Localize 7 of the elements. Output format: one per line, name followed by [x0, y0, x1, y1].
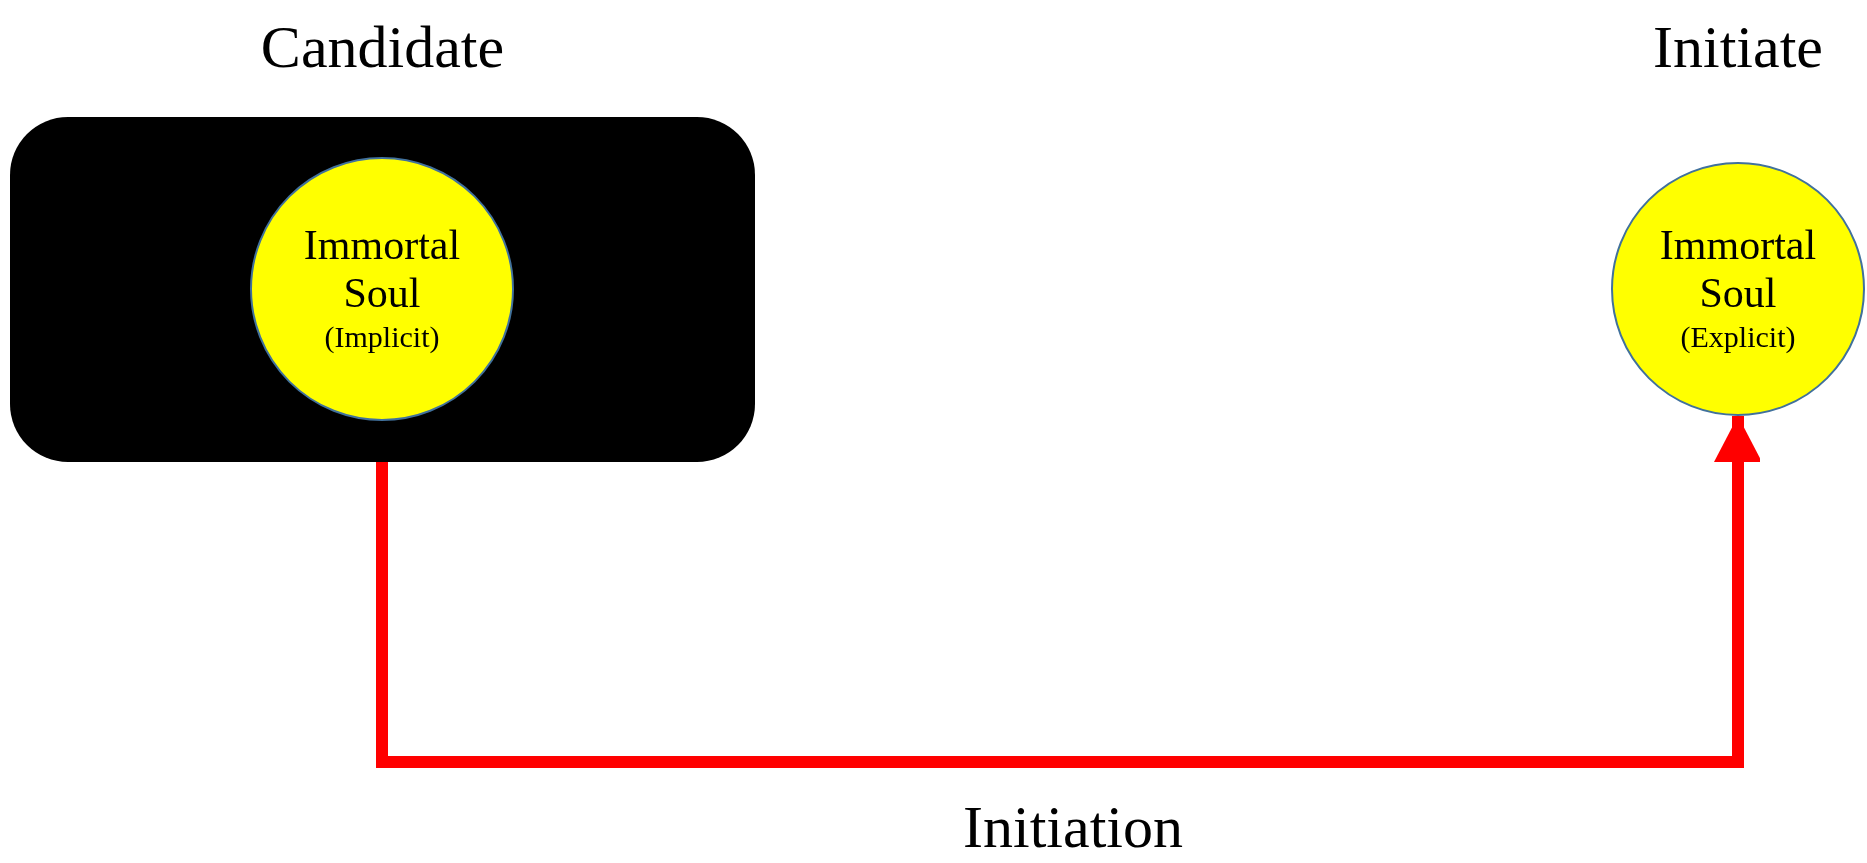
heading: Initiate: [1653, 13, 1823, 82]
heading: Candidate: [260, 13, 505, 82]
arrow: [376, 416, 1762, 768]
circle-text: (Explicit): [1680, 319, 1796, 355]
circle-text: Immortal Soul: [1658, 221, 1818, 317]
circle-text: Immortal Soul: [302, 221, 462, 317]
circle-text: (Implicit): [324, 319, 440, 355]
